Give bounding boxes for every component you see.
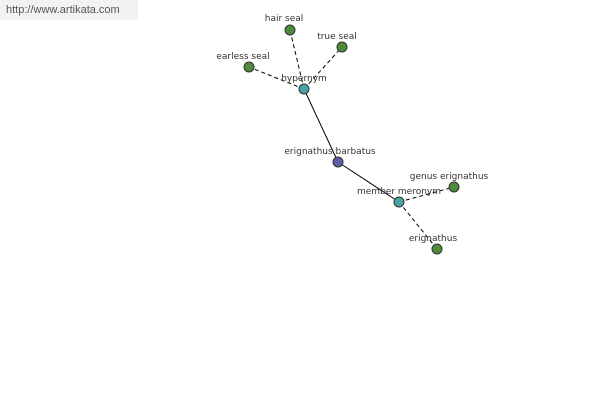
edge-root-meronym — [337, 161, 400, 203]
node-label: hair seal — [265, 14, 304, 24]
edge-hypernym-earless-seal — [248, 66, 305, 90]
node-marker[interactable] — [336, 41, 348, 53]
node-label: erignathus — [409, 234, 458, 244]
edge-hypernym-hair-seal — [289, 29, 305, 90]
node-true-seal[interactable]: true seal — [317, 32, 357, 53]
node-marker[interactable] — [284, 24, 296, 36]
edge-root-hypernym — [303, 88, 339, 163]
node-earless-seal[interactable]: earless seal — [216, 52, 270, 73]
node-marker[interactable] — [298, 83, 310, 95]
edge-meronym-erignathus — [398, 201, 438, 250]
node-label: member meronym — [357, 187, 441, 197]
node-label: earless seal — [216, 52, 269, 62]
node-genus-erignathus[interactable]: genus erignathus — [410, 172, 489, 193]
source-url[interactable]: http://www.artikata.com — [0, 0, 138, 20]
node-marker[interactable] — [332, 156, 344, 168]
node-hypernym[interactable]: hypernym — [281, 74, 327, 95]
graph-nodes: erignathus barbatus hypernym member merony… — [216, 14, 489, 255]
node-marker[interactable] — [243, 61, 255, 73]
edge-hypernym-true-seal — [303, 46, 343, 90]
node-marker[interactable] — [448, 181, 460, 193]
node-meronym[interactable]: member meronym — [357, 187, 441, 208]
node-label: hypernym — [281, 74, 327, 84]
node-label: true seal — [317, 32, 357, 42]
node-hair-seal[interactable]: hair seal — [265, 14, 304, 36]
node-root[interactable]: erignathus barbatus — [284, 147, 376, 168]
node-marker[interactable] — [431, 243, 443, 255]
node-erignathus[interactable]: erignathus — [409, 234, 458, 255]
edge-meronym-genus-erignathus — [398, 186, 455, 203]
graph-edges — [248, 29, 455, 250]
node-label: erignathus barbatus — [284, 147, 376, 157]
node-label: genus erignathus — [410, 172, 489, 182]
node-marker[interactable] — [393, 196, 405, 208]
